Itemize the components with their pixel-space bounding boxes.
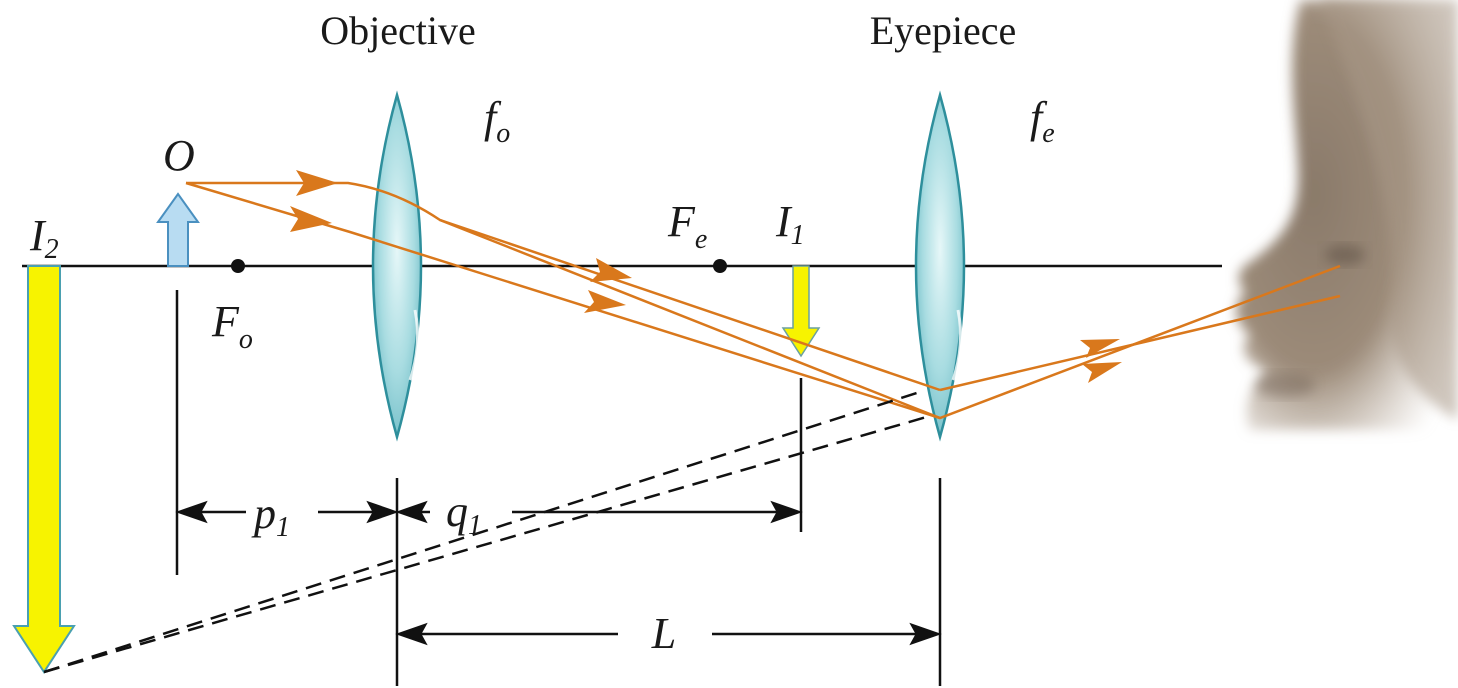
intermediate-image-arrow <box>781 265 821 358</box>
label-p1: p1 <box>251 489 290 543</box>
label-object-o: O <box>163 131 195 180</box>
label-objective: Objective <box>320 8 476 53</box>
dimension-reference-lines <box>175 290 942 686</box>
label-l: L <box>651 609 676 658</box>
final-image-arrow <box>12 265 76 674</box>
objective-lens <box>371 90 423 442</box>
focal-point-fo <box>231 259 245 273</box>
virtual-ray-extensions <box>43 390 931 674</box>
light-rays <box>185 181 1341 420</box>
label-eyepiece: Eyepiece <box>870 8 1017 53</box>
ray-arrowheads <box>290 170 1122 383</box>
label-i2: I2 <box>29 211 59 265</box>
dimension-arrows <box>175 500 942 646</box>
label-f-o: fo <box>484 93 510 149</box>
label-i1: I1 <box>775 197 805 251</box>
human-face-profile-icon <box>1235 0 1458 430</box>
eyepiece-lens <box>914 90 966 442</box>
label-focal-fo: Fo <box>211 297 253 355</box>
focal-point-fe <box>713 259 727 273</box>
label-f-e: fe <box>1030 93 1055 149</box>
object-arrow <box>156 192 200 267</box>
label-focal-fe: Fe <box>667 197 707 255</box>
label-q1: q1 <box>446 487 482 541</box>
